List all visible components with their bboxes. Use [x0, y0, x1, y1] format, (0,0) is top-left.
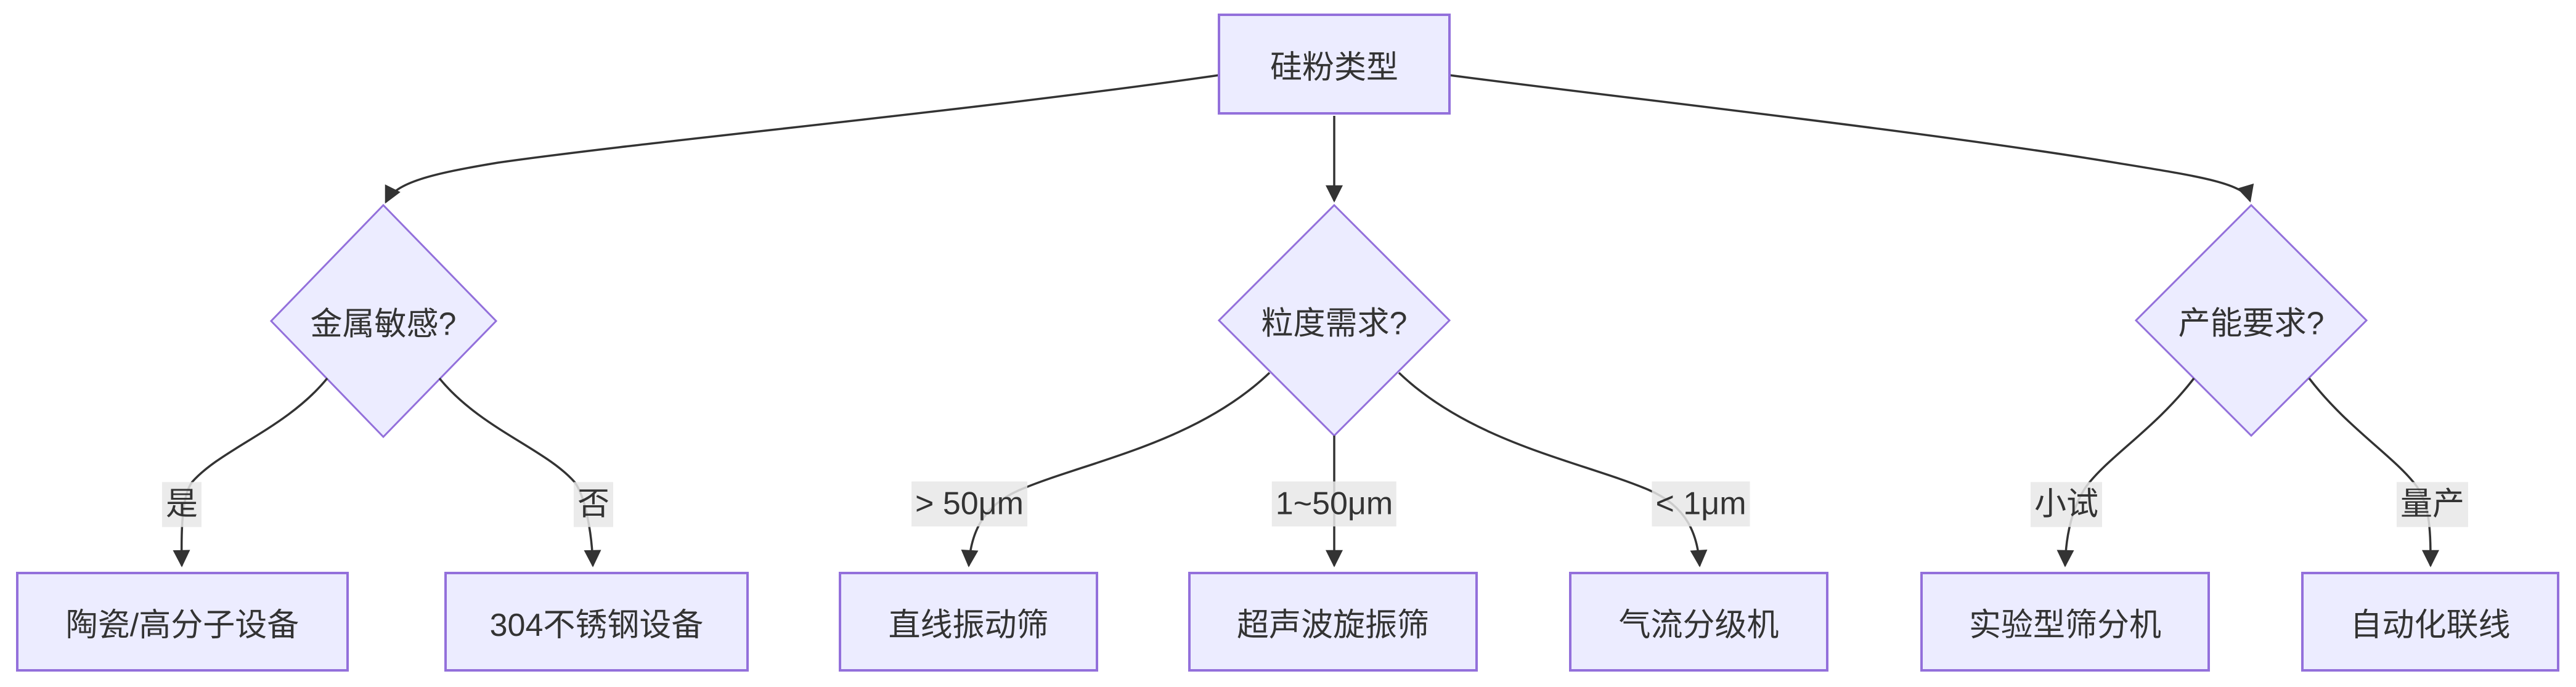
outcome-304-stainless-equipment: 304不锈钢设备 — [444, 572, 749, 672]
outcome-linear-vibrating-screen: 直线振动筛 — [839, 572, 1098, 672]
edge-capacity-mass — [2308, 377, 2439, 567]
edge-label-1-50um: 1~50μm — [1271, 481, 1397, 527]
outcome-automated-line: 自动化联线 — [2301, 572, 2559, 672]
edge-label-gt-50um: > 50μm — [911, 481, 1027, 527]
edge-capacity-pilot — [2056, 377, 2195, 567]
edge-size-gt50um — [961, 372, 1271, 567]
outcome-airflow-classifier: 气流分级机 — [1569, 572, 1828, 672]
edge-label-mass-production: 量产 — [2396, 482, 2469, 527]
edge-label-no: 否 — [573, 482, 614, 527]
edge-metal-no — [438, 377, 601, 567]
decision-capacity-label: 产能要求? — [2178, 306, 2325, 342]
outcome-ceramic-polymer-equipment: 陶瓷/高分子设备 — [16, 572, 349, 672]
edge-metal-yes — [173, 377, 328, 567]
decision-capacity-shape — [2134, 203, 2368, 437]
edge-label-lt-1um: < 1μm — [1652, 481, 1750, 527]
node-silicon-powder-type: 硅粉类型 — [1218, 14, 1451, 115]
outcome-ultrasonic-rotary-screen: 超声波旋振筛 — [1188, 572, 1478, 672]
decision-metal-sensitive-label: 金属敏感? — [310, 306, 457, 343]
edge-root-to-metal-sensitive — [385, 74, 1220, 204]
edge-label-yes: 是 — [161, 482, 202, 527]
decision-particle-size-label: 粒度需求? — [1261, 306, 1408, 342]
edge-root-to-capacity — [1449, 74, 2254, 203]
edge-label-pilot-trial: 小试 — [2030, 482, 2103, 527]
outcome-lab-screening-machine: 实验型筛分机 — [1920, 572, 2210, 672]
edge-size-lt1um — [1398, 372, 1708, 567]
